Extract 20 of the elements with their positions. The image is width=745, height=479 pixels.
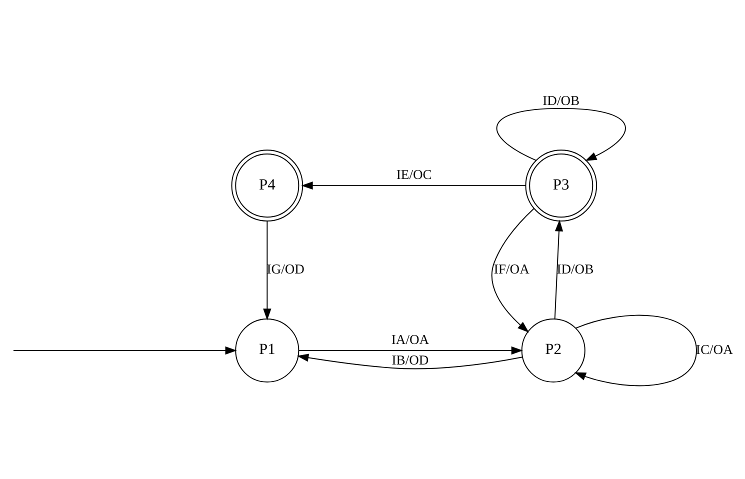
arrow: [554, 219, 564, 319]
edge-label: IG/OD: [266, 261, 304, 276]
edge-label: ID/OB: [542, 92, 580, 108]
arrow: [263, 220, 272, 320]
arrow: [296, 353, 523, 369]
edge-label: ID/OB: [556, 261, 594, 276]
node-circle: P4: [231, 149, 304, 221]
arrow: [574, 314, 697, 386]
node-circle: P2: [521, 318, 586, 382]
arrow: [491, 208, 534, 332]
edge-label: IB/OD: [392, 352, 429, 367]
node-circle: P1: [235, 318, 300, 382]
arrow: [301, 180, 526, 190]
arrow: [496, 107, 626, 160]
edge-label: IA/OA: [391, 331, 430, 346]
edge-label: IF/OA: [494, 261, 530, 276]
edge-label: IE/OC: [396, 166, 432, 182]
edge-label: IC/OA: [696, 342, 733, 357]
arrow: [13, 346, 237, 354]
arrow: [298, 346, 523, 354]
